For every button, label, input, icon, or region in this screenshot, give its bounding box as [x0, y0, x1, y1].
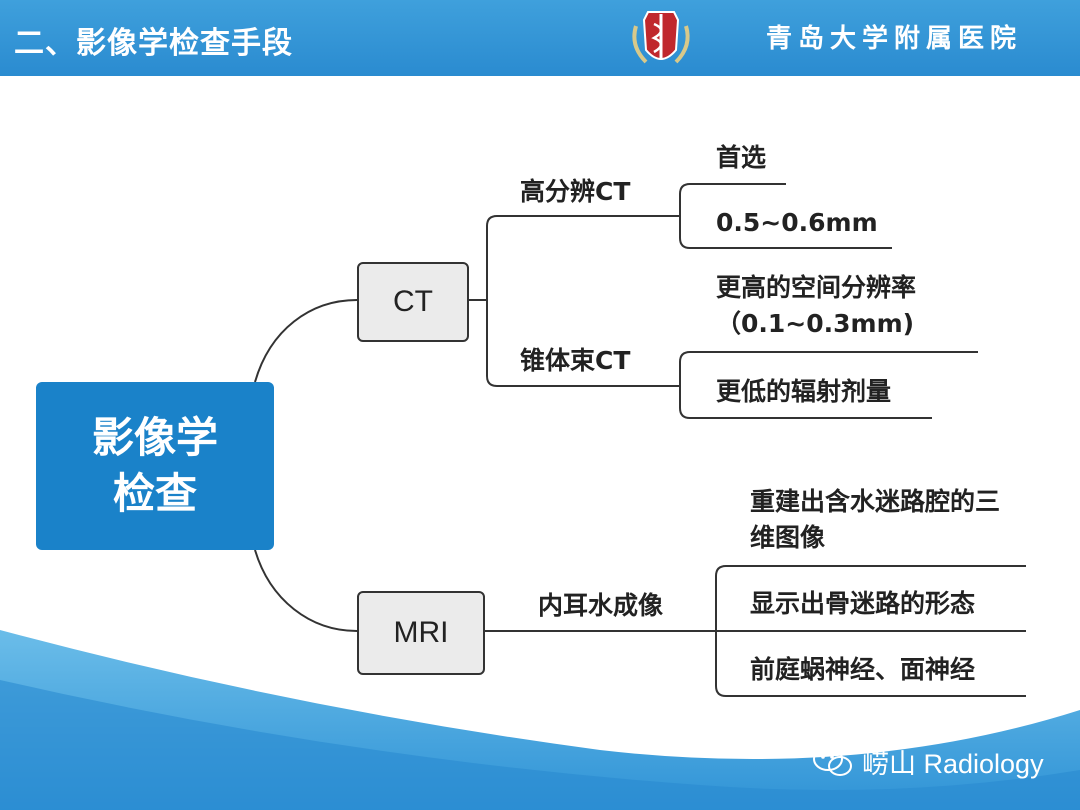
ct-node: CT — [357, 262, 469, 342]
wechat-icon — [813, 746, 852, 776]
hospital-name: 青岛大学附属医院 — [766, 24, 1023, 54]
brand-text: 崂山 Radiology — [862, 749, 1044, 779]
inner-ear-item-3d: 重建出含水迷路腔的三维图像 — [750, 487, 1001, 552]
inner-ear-item-nerves: 前庭蜗神经、面神经 — [750, 655, 976, 684]
bottom-wave-decoration — [0, 630, 1080, 810]
cbct-item-low-dose: 更低的辐射剂量 — [716, 377, 892, 406]
inner-ear-label: 内耳水成像 — [538, 591, 664, 620]
cbct-label: 锥体束CT — [520, 346, 631, 375]
mri-node: MRI — [357, 591, 485, 675]
root-node: 影像学检查 — [36, 382, 274, 550]
inner-ear-item-bony-labyrinth: 显示出骨迷路的形态 — [750, 589, 976, 618]
brand-watermark: 崂山 Radiology — [812, 742, 1044, 781]
hrct-item-first-choice: 首选 — [716, 143, 767, 172]
hospital-emblem-icon — [632, 11, 690, 64]
cbct-item-resolution: 更高的空间分辨率（0.1~0.3mm) — [716, 273, 917, 338]
header-bar: 二、影像学检查手段 青岛大学附属医院 — [0, 0, 1080, 76]
hrct-label: 高分辨CT — [520, 177, 631, 206]
slide-title: 二、影像学检查手段 — [14, 26, 293, 61]
hrct-item-slice-thickness: 0.5~0.6mm — [716, 208, 878, 237]
root-label: 影像学检查 — [91, 413, 218, 518]
